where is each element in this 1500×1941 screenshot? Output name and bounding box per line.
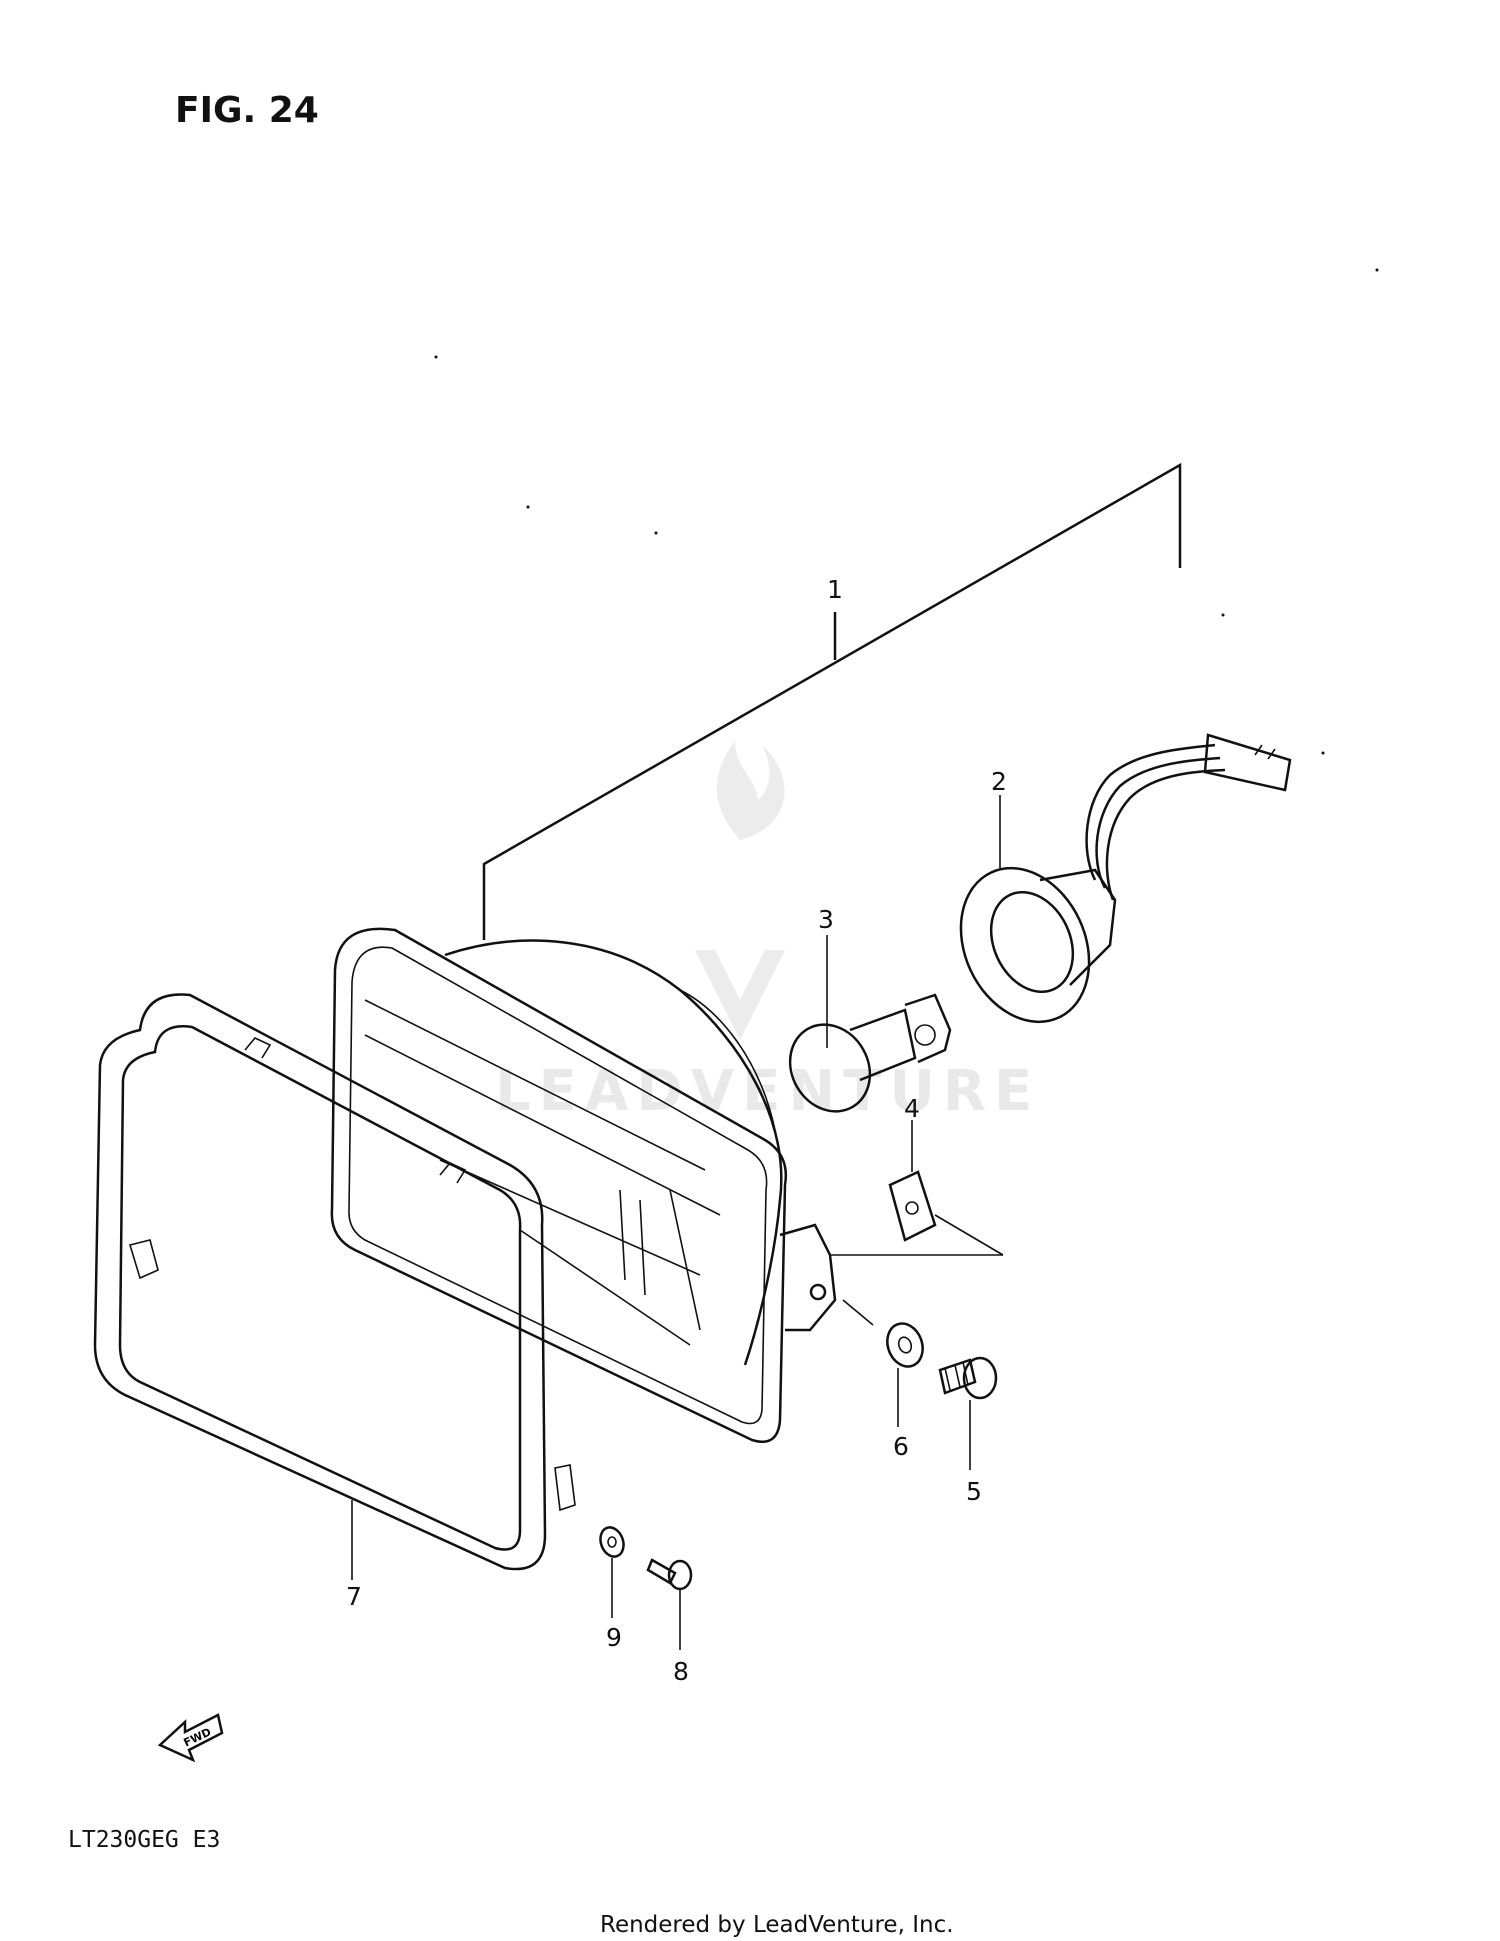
callout-5: 5 (966, 1477, 982, 1506)
callouts: 1 2 3 4 5 6 7 8 9 (346, 575, 1007, 1686)
headlight-rim (93, 993, 576, 1571)
callout-3: 3 (818, 905, 834, 934)
credit-footer: Rendered by LeadVenture, Inc. (600, 1912, 954, 1938)
watermark-text: LEADVENTURE (495, 1059, 1040, 1124)
headlight-body (330, 927, 837, 1443)
figure-title: FIG. 24 (175, 90, 319, 131)
callout-9: 9 (606, 1623, 622, 1652)
socket (959, 733, 1292, 1024)
callout-8: 8 (673, 1657, 689, 1686)
fwd-arrow-icon: FWD (157, 1713, 224, 1763)
callout-7: 7 (346, 1582, 362, 1611)
bulb (788, 993, 952, 1113)
washer-small (599, 1526, 625, 1558)
watermark-flame-icon (716, 740, 785, 840)
washer-large (886, 1322, 924, 1368)
watermark: LEADVENTURE (495, 740, 1040, 1124)
callout-4: 4 (904, 1094, 920, 1123)
callout-1: 1 (827, 575, 843, 604)
scan-specks (434, 268, 1379, 755)
callout-2: 2 (991, 767, 1007, 796)
model-code: LT230GEG E3 (68, 1827, 220, 1853)
screw-small (646, 1558, 693, 1591)
nut (888, 1170, 937, 1242)
watermark-v-icon (695, 950, 785, 1040)
leader-lines (351, 795, 1004, 1650)
assembly-bracket (482, 462, 1182, 940)
callout-6: 6 (893, 1432, 909, 1461)
screw-large (938, 1356, 998, 1400)
